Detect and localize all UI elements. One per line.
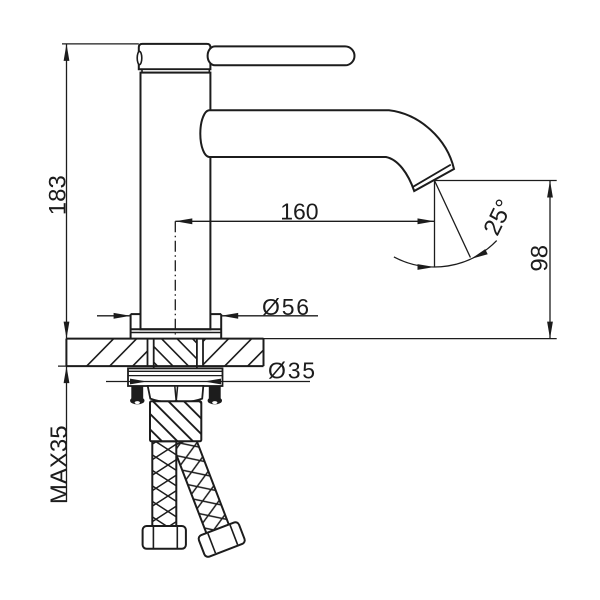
svg-text:98: 98 — [527, 245, 554, 272]
svg-text:Ø56: Ø56 — [262, 294, 311, 320]
svg-text:183: 183 — [45, 175, 72, 215]
svg-text:MAX35: MAX35 — [46, 425, 73, 504]
svg-text:Ø35: Ø35 — [268, 358, 317, 384]
svg-text:160: 160 — [280, 198, 318, 224]
